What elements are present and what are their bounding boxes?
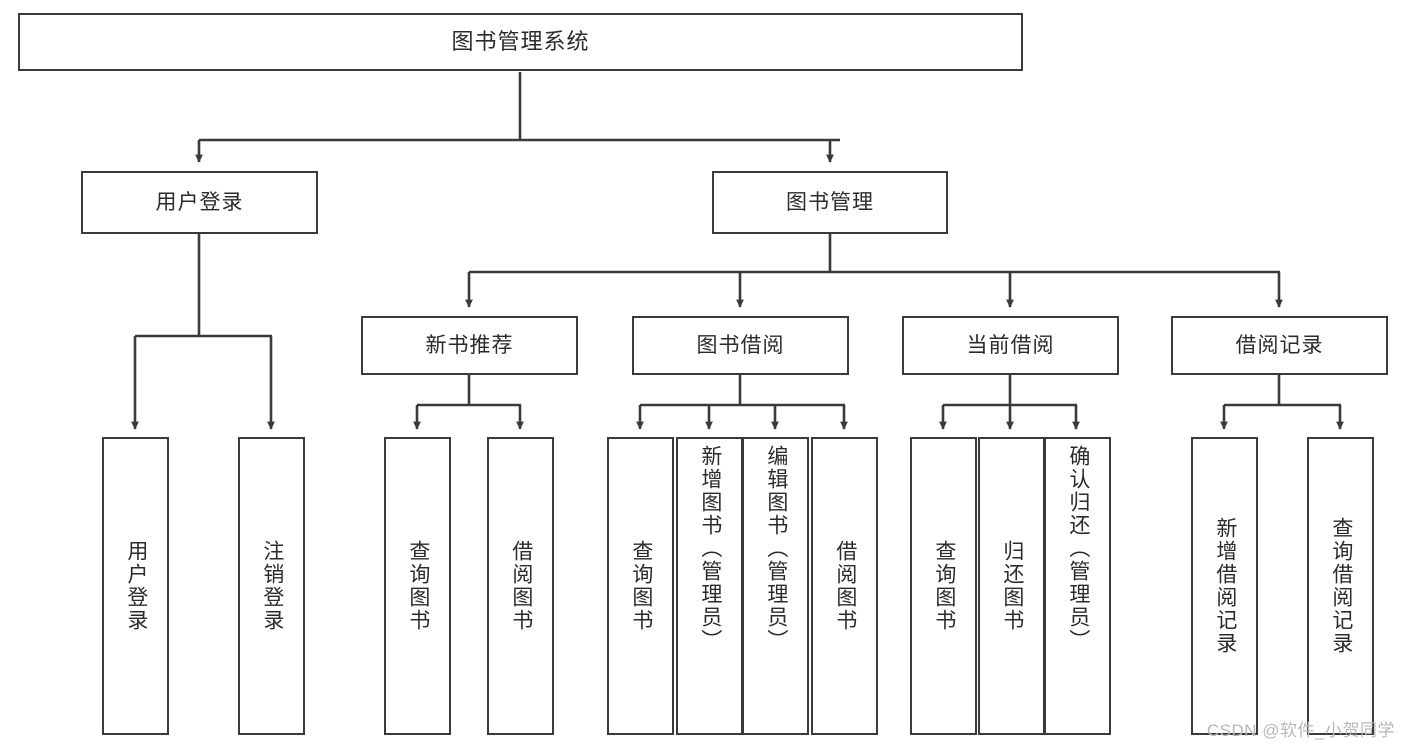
leaf-recommend-query-book[interactable]: 查询图书 bbox=[384, 437, 451, 735]
node-label: 图书管理系统 bbox=[451, 28, 590, 54]
leaf-recommend-borrow-book[interactable]: 借阅图书 bbox=[487, 437, 554, 735]
leaf-user-login-signin[interactable]: 用户登录 bbox=[102, 437, 169, 735]
node-label: 查询借阅记录 bbox=[1329, 517, 1353, 655]
node-label: 图书管理 bbox=[786, 190, 874, 214]
node-label: 图书借阅 bbox=[696, 333, 785, 357]
node-borrow-records[interactable]: 借阅记录 bbox=[1171, 316, 1388, 375]
node-label: 归还图书 bbox=[1000, 540, 1024, 632]
leaf-borrow-edit-book-admin[interactable]: 编辑图书（管理员） bbox=[742, 437, 809, 735]
node-label: 编辑图书（管理员） bbox=[764, 445, 788, 652]
node-label: 查询图书 bbox=[629, 540, 653, 632]
node-label: 查询图书 bbox=[406, 540, 430, 632]
node-current-borrow[interactable]: 当前借阅 bbox=[902, 316, 1119, 375]
leaf-borrow-query-book[interactable]: 查询图书 bbox=[607, 437, 674, 735]
node-label: 用户登录 bbox=[155, 190, 244, 214]
node-label: 借阅图书 bbox=[833, 540, 857, 632]
leaf-current-return-book[interactable]: 归还图书 bbox=[978, 437, 1045, 735]
node-book-management[interactable]: 图书管理 bbox=[712, 171, 948, 234]
node-label: 用户登录 bbox=[124, 540, 148, 632]
leaf-borrow-add-book-admin[interactable]: 新增图书（管理员） bbox=[676, 437, 743, 735]
node-label: 确认归还（管理员） bbox=[1066, 445, 1090, 652]
node-label: 借阅图书 bbox=[509, 540, 533, 632]
node-book-borrow[interactable]: 图书借阅 bbox=[632, 316, 849, 375]
csdn-watermark: CSDN @软件_小贺同学 bbox=[1206, 721, 1395, 740]
leaf-user-login-signout[interactable]: 注销登录 bbox=[238, 437, 305, 735]
node-label: 新增图书（管理员） bbox=[698, 445, 722, 652]
leaf-records-add-record[interactable]: 新增借阅记录 bbox=[1191, 437, 1258, 735]
leaf-records-query-record[interactable]: 查询借阅记录 bbox=[1307, 437, 1374, 735]
node-label: 当前借阅 bbox=[966, 333, 1055, 357]
node-label: 注销登录 bbox=[260, 540, 284, 632]
node-user-login[interactable]: 用户登录 bbox=[81, 171, 318, 234]
node-label: 新增借阅记录 bbox=[1213, 517, 1237, 655]
node-root-system[interactable]: 图书管理系统 bbox=[18, 13, 1023, 71]
node-new-book-recommend[interactable]: 新书推荐 bbox=[361, 316, 578, 375]
leaf-current-query-book[interactable]: 查询图书 bbox=[910, 437, 977, 735]
leaf-borrow-borrow-book[interactable]: 借阅图书 bbox=[811, 437, 878, 735]
node-label: 查询图书 bbox=[932, 540, 956, 632]
node-label: 新书推荐 bbox=[425, 333, 514, 357]
leaf-current-confirm-return-admin[interactable]: 确认归还（管理员） bbox=[1044, 437, 1111, 735]
node-label: 借阅记录 bbox=[1235, 333, 1324, 357]
